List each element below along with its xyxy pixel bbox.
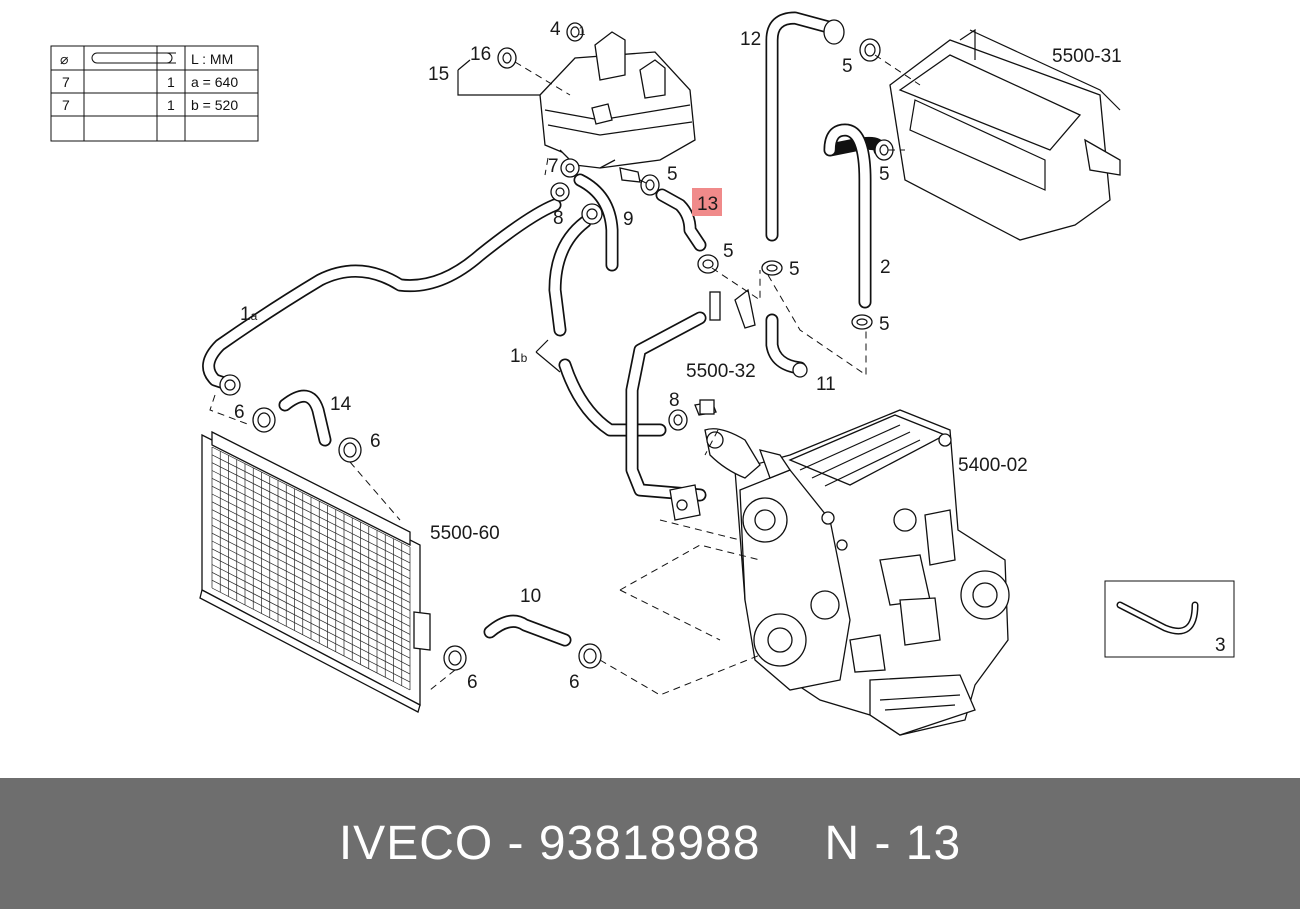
row2-diameter: 7 [62, 97, 70, 113]
hose-14 [278, 389, 332, 447]
callout-12: 12 [740, 29, 761, 50]
callout-3: 3 [1215, 635, 1226, 656]
radiator [199, 430, 431, 713]
callout-13-highlighted[interactable]: 13 [697, 194, 718, 215]
caption-bar: IVECO - 93818988 N - 13 [0, 778, 1300, 909]
hose-2 [823, 123, 887, 309]
ref-heater: 5500-31 [1052, 46, 1122, 67]
row2-length: b = 520 [191, 97, 238, 113]
highlight-box [692, 188, 722, 216]
hose-11 [765, 313, 808, 378]
callout-5-mid: 5 [789, 259, 800, 280]
callout-5-low: 5 [879, 314, 890, 335]
hose-9 [573, 173, 619, 272]
callout-6-bot-left: 6 [467, 672, 478, 693]
clamp-8-mid [581, 203, 603, 225]
position-label: N - 13 [824, 817, 962, 870]
ref-radiator: 5500-60 [430, 523, 500, 544]
callout-6-bot-right: 6 [569, 672, 580, 693]
clamp-5-top [859, 38, 881, 62]
pipe-5500-32 [625, 288, 756, 521]
hose-symbol-icon [91, 52, 176, 64]
callout-5-top: 5 [842, 56, 853, 77]
leader-lines [209, 54, 921, 696]
hose-13 [655, 188, 707, 252]
callout-6-right: 6 [370, 431, 381, 452]
callout-16: 16 [470, 44, 491, 65]
clamps [219, 22, 894, 671]
row2-qty: 1 [167, 97, 175, 113]
clamp-5-tank [640, 174, 660, 196]
row1-qty: 1 [167, 74, 175, 90]
clamp-8-bolt [668, 399, 717, 431]
clamp-6-left [219, 374, 241, 396]
clamp-6-bot-left [443, 645, 467, 671]
clamp-8-top [550, 182, 570, 202]
callout-11: 11 [816, 374, 836, 395]
expansion-tank [539, 31, 696, 183]
hose-12 [765, 11, 845, 242]
clamp-6-right [338, 437, 362, 463]
clamp-7 [560, 158, 580, 178]
clamp-5-low [851, 314, 873, 330]
callout-6-left: 6 [234, 402, 245, 423]
callout-1b: 1b [510, 346, 528, 367]
row1-length: a = 640 [191, 74, 238, 90]
heater-unit [889, 28, 1121, 241]
clamp-16 [497, 47, 517, 69]
hose-1a [202, 198, 562, 392]
parts-diagram: ⌀ L : MM 7 1 a = 640 7 1 b = 520 [50, 11, 1235, 736]
diameter-symbol: ⌀ [60, 51, 68, 67]
ref-pipe: 5500-32 [686, 361, 756, 382]
callout-8-top: 8 [553, 208, 564, 229]
length-unit-header: L : MM [191, 51, 233, 67]
row1-diameter: 7 [62, 74, 70, 90]
part-number-label: IVECO - 93818988 [338, 817, 761, 870]
clamp-4 [566, 22, 584, 42]
clamp-5-mid [761, 260, 783, 276]
clamp-6-bot-right [578, 643, 602, 669]
callout-14: 14 [330, 394, 352, 415]
callout-5-tank: 5 [667, 164, 678, 185]
callout-5-hose13: 5 [723, 241, 734, 262]
hose-1b [548, 215, 667, 437]
callout-7: 7 [548, 156, 559, 177]
callout-8-mid: 8 [669, 390, 680, 411]
callout-2: 2 [880, 257, 891, 278]
clip-box [1104, 580, 1235, 658]
callout-1a: 1a [240, 304, 258, 325]
callout-10: 10 [520, 586, 541, 607]
callout-5-heater: 5 [879, 164, 890, 185]
bracket-lines [457, 59, 561, 373]
legend-table: ⌀ L : MM 7 1 a = 640 7 1 b = 520 [50, 45, 259, 142]
callout-9: 9 [623, 209, 634, 230]
clamp-6-upper [252, 407, 276, 433]
radiator-core [211, 446, 411, 691]
hose-10 [483, 614, 572, 647]
cooling-system-diagram: ⌀ L : MM 7 1 a = 640 7 1 b = 520 [50, 11, 1235, 736]
engine-block [704, 409, 1010, 736]
caption-text: IVECO - 93818988 N - 13 [339, 816, 961, 871]
callout-15: 15 [428, 64, 449, 85]
ref-engine: 5400-02 [958, 455, 1028, 476]
